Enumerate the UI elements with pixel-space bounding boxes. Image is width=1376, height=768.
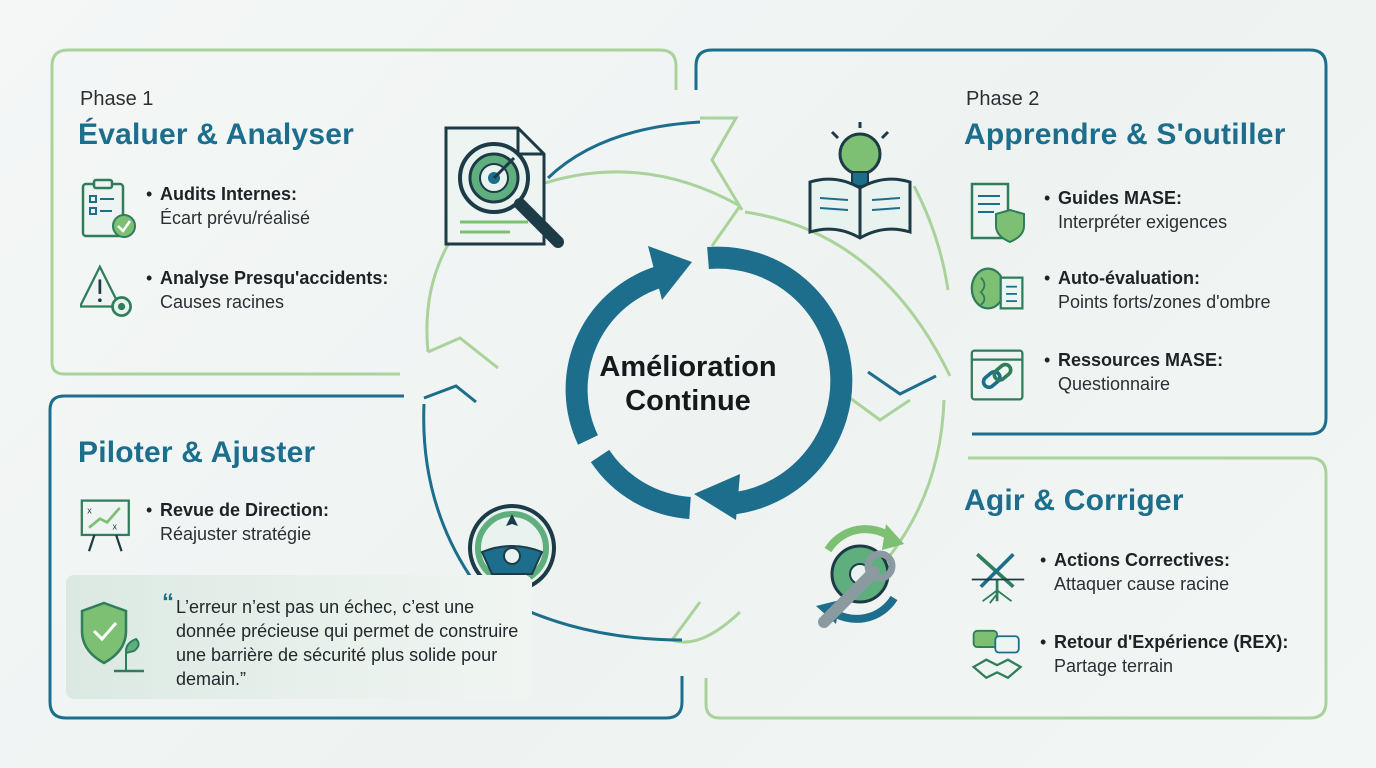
tools-roots-icon [971, 552, 1025, 604]
outer-ring-segment-left-bottom [422, 403, 472, 577]
phase3-title: Agir & Corriger [964, 484, 1184, 517]
center-title-line1: Amélioration [599, 351, 777, 383]
phase1-item-presquaccidents-title: Analyse Presqu'accidents: [160, 268, 389, 288]
outer-ring-arrow-left [423, 384, 477, 404]
phase3-item-rex-title: Retour d'Expérience (REX): [1054, 632, 1289, 652]
document-shield-icon [970, 182, 1025, 244]
phase2-item-autoevaluation-title: Auto-évaluation: [1058, 268, 1200, 288]
outer-ring-arrow-bottom [669, 601, 742, 644]
phase2-title: Apprendre & S'outiller [964, 118, 1286, 151]
outer-ring-arrow-right [867, 370, 937, 396]
book-lightbulb-icon [808, 122, 912, 240]
phase1-item-presquaccidents-desc: Causes racines [160, 292, 285, 312]
phase2-label: Phase 2 [966, 88, 1040, 110]
phase1-item-audits-title: Audits Internes: [160, 184, 298, 204]
inner-cycle-arrowhead-top [648, 246, 692, 300]
quote-box: “ L’erreur n’est pas un échec, c’est une… [66, 575, 532, 699]
center-title-line2: Continue [625, 385, 751, 417]
center-title: Amélioration Continue [574, 350, 802, 418]
outer-ring-segment-right-top [744, 210, 952, 377]
phase2-item-autoevaluation-desc: Points forts/zones d'ombre [1058, 292, 1271, 312]
chat-handshake-icon [971, 629, 1023, 680]
inner-cycle-arrow-bottom [707, 246, 853, 515]
gear-wrench-cycle-icon [816, 524, 904, 628]
clipboard-check-icon [81, 178, 136, 238]
phase1-title: Évaluer & Analyser [78, 118, 354, 151]
panel-phase2-frame [694, 48, 1328, 436]
phase1-label: Phase 1 [80, 88, 154, 110]
shield-plant-icon [80, 601, 144, 673]
phase3-item-actions-desc: Attaquer cause racine [1054, 574, 1230, 594]
phase3-item-rex-desc: Partage terrain [1054, 656, 1174, 676]
panel-phase3-frame [704, 456, 1328, 720]
warning-gear-icon [80, 264, 132, 317]
panel-phase1-frame [50, 48, 678, 362]
inner-cycle-arrow-top [565, 265, 666, 445]
phase2-item-ressources-desc: Questionnaire [1058, 374, 1171, 394]
svg-text:x: x [87, 505, 92, 515]
quote-mark: “ [162, 589, 174, 616]
phase2-item-guides-title: Guides MASE: [1058, 188, 1183, 208]
outer-ring-arrow-top-right [700, 116, 744, 211]
phase1-item-audits-desc: Écart prévu/réalisé [160, 208, 311, 228]
web-link-icon [970, 349, 1024, 401]
document-target-search-icon [444, 126, 564, 248]
quote-text: L’erreur n’est pas un échec, c’est une d… [176, 597, 519, 689]
phase4-item-revue-desc: Réajuster stratégie [160, 524, 312, 544]
phase2-item-guides-desc: Interpréter exigences [1058, 212, 1228, 232]
phase4-item-revue-title: Revue de Direction: [160, 500, 330, 520]
phase4-title: Piloter & Ajuster [78, 436, 316, 469]
inner-cycle-arrowhead-bottom [694, 474, 740, 520]
strategy-board-icon: x x [80, 499, 130, 552]
svg-text:x: x [113, 522, 118, 532]
panel-phase4-frame [48, 394, 684, 720]
outer-ring-segment-top [546, 120, 701, 180]
phase2-item-ressources-title: Ressources MASE: [1058, 350, 1224, 370]
phase3-item-actions-title: Actions Correctives: [1054, 550, 1231, 570]
brain-checklist-icon [970, 267, 1024, 310]
